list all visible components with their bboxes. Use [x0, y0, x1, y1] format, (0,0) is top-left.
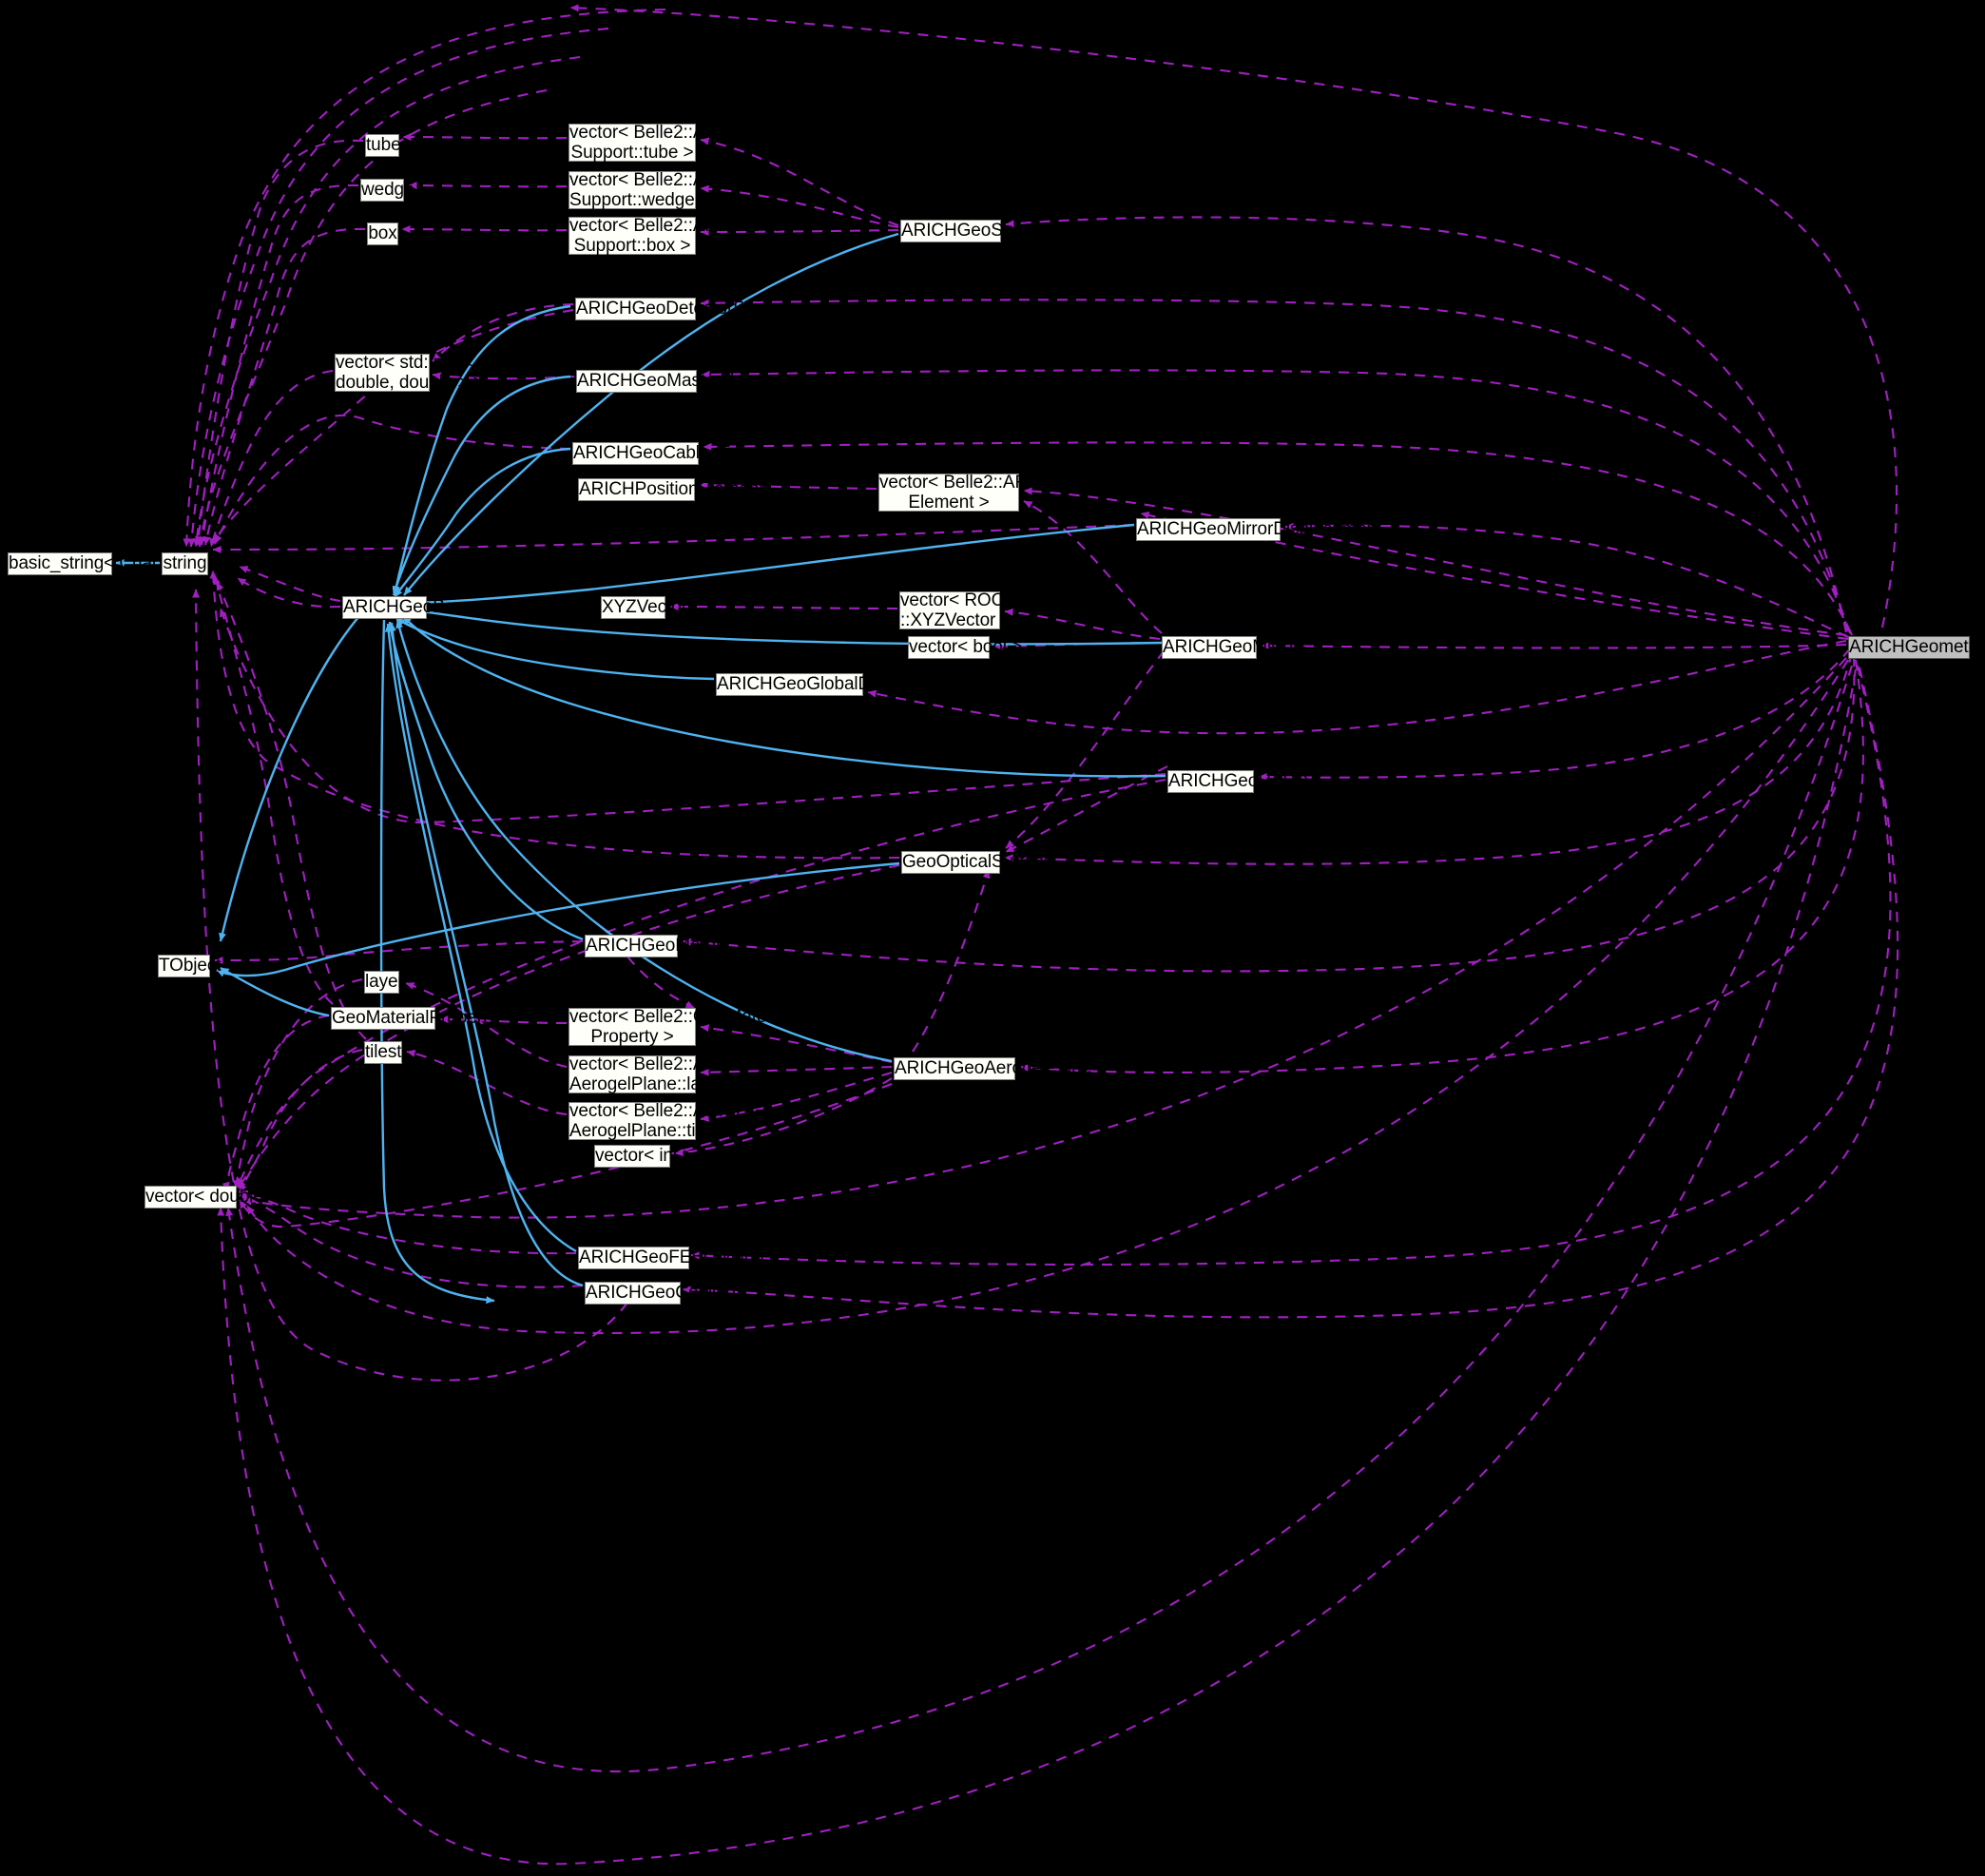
- class-node-label: vector< ROOT::Math ::XYZVector >: [900, 590, 1064, 630]
- class-node-label: vector< int >: [595, 1146, 694, 1167]
- class-node-label: ARICHPositionElement: [579, 479, 764, 500]
- class-node-label: vector< Belle2::ARICHGeo AerogelPlane::l…: [569, 1054, 783, 1094]
- class-node-label: ARICHGeoFEBCooling: [579, 1247, 764, 1268]
- class-node-tobject[interactable]: TObject: [158, 955, 222, 977]
- class-node-wedge[interactable]: wedge: [360, 179, 414, 202]
- class-node-label: ARICHGeoCooling: [586, 1283, 736, 1304]
- class-node-febcooling[interactable]: ARICHGeoFEBCooling: [578, 1247, 764, 1269]
- class-node-basic_string[interactable]: basic_string< Char >: [8, 552, 173, 575]
- class-node-label: basic_string< Char >: [9, 553, 174, 574]
- class-node-label: vector< Belle2::ARICHGeo AerogelPlane::t…: [569, 1100, 783, 1141]
- class-node-vec_layer[interactable]: vector< Belle2::ARICHGeo AerogelPlane::l…: [569, 1054, 782, 1094]
- class-node-label: layer: [365, 972, 404, 993]
- class-node-label: ARICHGeoHAPD: [1168, 771, 1308, 792]
- class-node-label: vector< Belle2::GeoMaterial Property >: [569, 1006, 791, 1047]
- class-node-label: tube: [366, 135, 401, 156]
- class-node-label: TObject: [159, 956, 222, 977]
- class-node-vec_posel[interactable]: vector< Belle2::ARICHPosition Element >: [878, 473, 1122, 513]
- class-node-label: tilestr: [365, 1042, 408, 1063]
- class-node-box[interactable]: box: [367, 222, 398, 245]
- class-node-label: vector< double >: [145, 1187, 279, 1208]
- class-node-tilestr[interactable]: tilestr: [364, 1041, 408, 1064]
- class-node-geomatprop[interactable]: GeoMaterialProperty: [331, 1007, 497, 1030]
- class-node-label: ARICHGeoGlobalDisplacement: [717, 674, 967, 695]
- class-node-cablesenvelope[interactable]: ARICHGeoCablesEnvelope: [572, 442, 793, 465]
- class-node-geometryconfig[interactable]: ARICHGeometryConfig: [1848, 636, 1985, 659]
- class-node-label: ARICHGeoAerogelPlane: [895, 1058, 1092, 1079]
- class-node-geohapd[interactable]: ARICHGeoHAPD: [1167, 770, 1308, 793]
- class-node-mastervolume[interactable]: ARICHGeoMasterVolume: [576, 370, 781, 393]
- usage-edges: [183, 4, 1899, 1866]
- class-node-label: ARICHGeoDetectorPlane: [576, 299, 780, 319]
- class-node-label: vector< bool >: [909, 637, 1023, 658]
- class-node-string[interactable]: string: [162, 552, 208, 575]
- class-node-geosupport[interactable]: ARICHGeoSupport: [900, 220, 1053, 242]
- class-node-label: string: [163, 553, 207, 574]
- class-node-aerogelplane[interactable]: ARICHGeoAerogelPlane: [894, 1057, 1091, 1080]
- class-node-label: XYZVector: [602, 597, 687, 618]
- class-node-label: wedge: [361, 180, 414, 201]
- class-node-vec_bool[interactable]: vector< bool >: [908, 636, 1022, 659]
- class-node-label: vector< Belle2::ARICHGeo Support::box >: [569, 215, 783, 256]
- class-node-label: ARICHGeometryConfig: [1849, 637, 1985, 658]
- class-node-geocooling[interactable]: ARICHGeoCooling: [585, 1282, 736, 1305]
- class-node-label: ARICHGeoMirrors: [1163, 637, 1308, 658]
- class-node-positionelement[interactable]: ARICHPositionElement: [578, 478, 764, 501]
- class-node-label: ARICHGeoBase: [343, 597, 474, 618]
- class-node-xyzvector[interactable]: XYZVector: [601, 596, 687, 619]
- class-node-vec_tube[interactable]: vector< Belle2::ARICHGeo Support::tube >: [569, 123, 782, 163]
- class-node-mirrordisp[interactable]: ARICHGeoMirrorDisplacement: [1136, 518, 1381, 541]
- class-node-label: box: [368, 223, 397, 244]
- class-node-geomirrors[interactable]: ARICHGeoMirrors: [1162, 636, 1308, 659]
- class-node-tube[interactable]: tube: [365, 134, 401, 157]
- class-node-vec_pair[interactable]: vector< std::pair< double, double > >: [335, 353, 484, 393]
- class-node-vec_xyz[interactable]: vector< ROOT::Math ::XYZVector >: [899, 590, 1064, 630]
- class-node-opticalsurface[interactable]: GeoOpticalSurface: [901, 851, 1053, 874]
- class-node-label: ARICHGeoMirrorDisplacement: [1137, 519, 1382, 540]
- class-node-vec_matprop[interactable]: vector< Belle2::GeoMaterial Property >: [569, 1007, 790, 1047]
- class-node-geobase[interactable]: ARICHGeoBase: [342, 596, 473, 619]
- class-node-label: vector< Belle2::ARICHPosition Element >: [879, 472, 1123, 513]
- class-node-label: vector< std::pair< double, double > >: [336, 352, 484, 393]
- class-node-detectorplane[interactable]: ARICHGeoDetectorPlane: [575, 298, 779, 320]
- class-node-vec_wedge[interactable]: vector< Belle2::ARICHGeo Support::wedge …: [569, 170, 782, 210]
- class-node-label: vector< Belle2::ARICHGeo Support::wedge …: [569, 169, 783, 210]
- class-node-label: GeoOpticalSurface: [902, 852, 1053, 873]
- class-node-vec_tilestr[interactable]: vector< Belle2::ARICHGeo AerogelPlane::t…: [569, 1101, 782, 1141]
- class-node-layer[interactable]: layer: [364, 971, 404, 994]
- class-node-globaldisp[interactable]: ARICHGeoGlobalDisplacement: [716, 673, 967, 696]
- class-node-geomerger[interactable]: ARICHGeoMerger: [585, 935, 732, 957]
- class-node-label: ARICHGeoMerger: [586, 936, 732, 957]
- class-node-label: ARICHGeoMasterVolume: [577, 371, 781, 392]
- class-node-vec_int[interactable]: vector< int >: [594, 1145, 693, 1168]
- class-node-vec_box[interactable]: vector< Belle2::ARICHGeo Support::box >: [569, 216, 782, 256]
- class-node-vec_double[interactable]: vector< double >: [145, 1186, 279, 1209]
- class-node-label: vector< Belle2::ARICHGeo Support::tube >: [569, 122, 783, 163]
- class-node-label: ARICHGeoSupport: [901, 221, 1054, 242]
- class-node-label: GeoMaterialProperty: [332, 1008, 497, 1029]
- class-node-label: ARICHGeoCablesEnvelope: [573, 443, 794, 464]
